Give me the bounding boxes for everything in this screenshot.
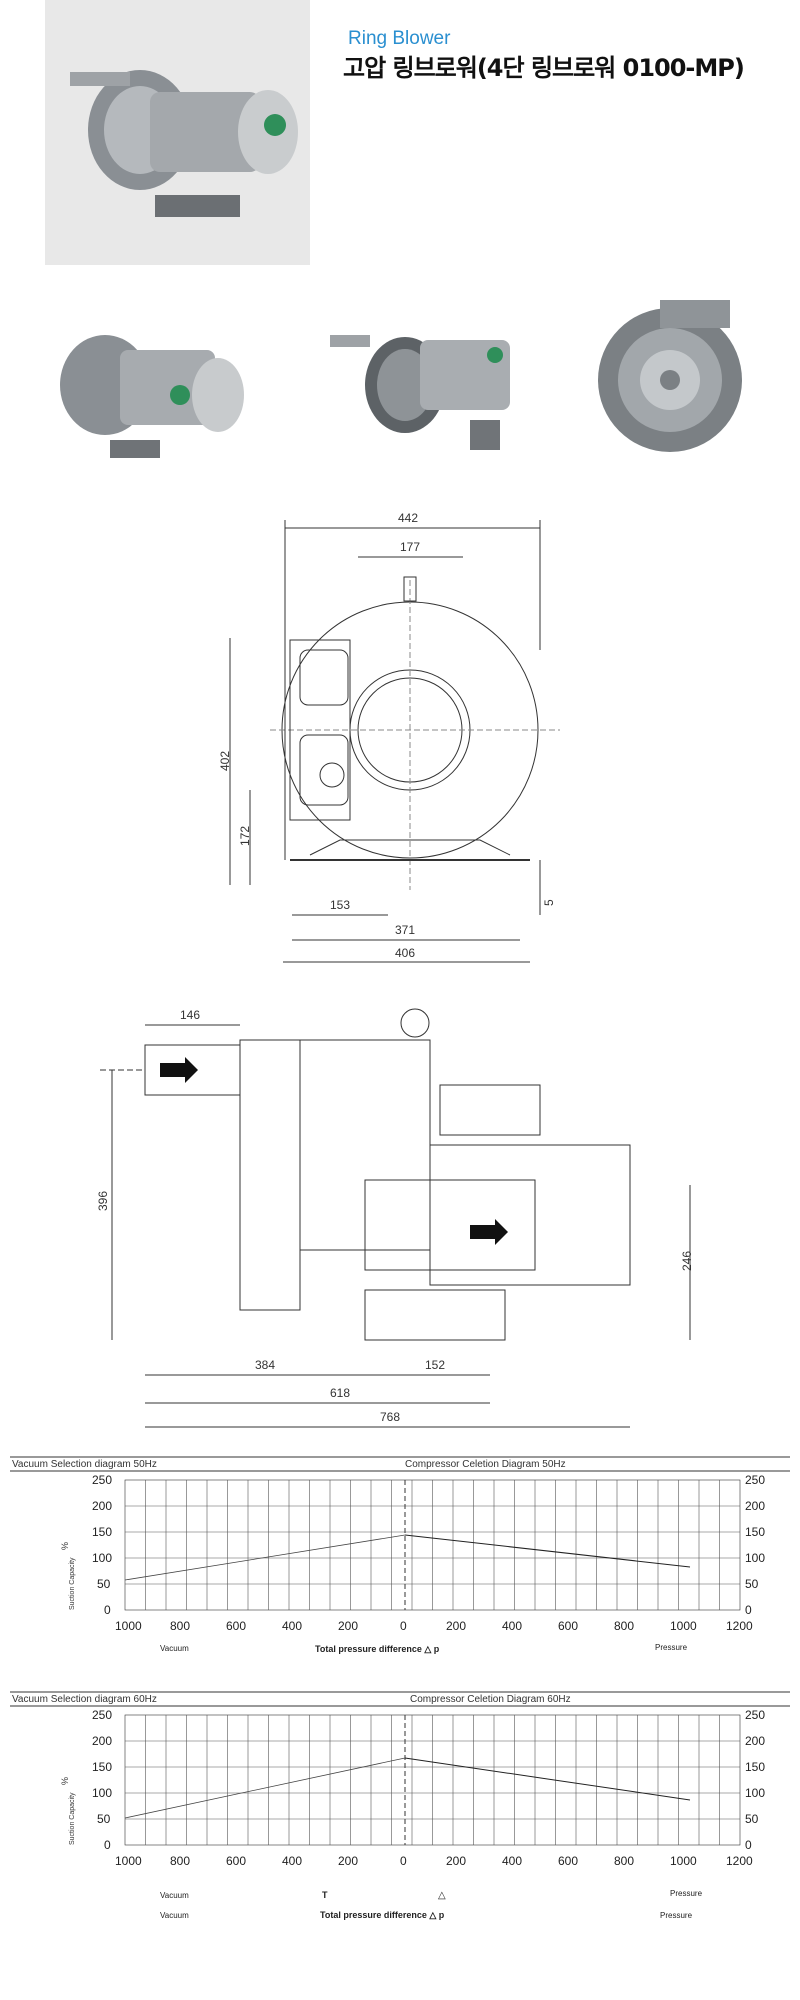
x-tick: 600 bbox=[558, 1619, 578, 1633]
marker-triangle: △ bbox=[438, 1890, 446, 1901]
diagram-60hz: Vacuum Selection diagram 60Hz Compressor… bbox=[10, 1691, 790, 1920]
y-tick: 200 bbox=[92, 1734, 112, 1748]
x-tick: 1200 bbox=[726, 1619, 753, 1633]
x-tick: 800 bbox=[170, 1619, 190, 1633]
y-tick: 250 bbox=[92, 1708, 112, 1722]
y-tick-right: 50 bbox=[745, 1812, 759, 1826]
y-tick: 50 bbox=[97, 1577, 111, 1591]
pressure-label-2: Pressure bbox=[660, 1911, 693, 1920]
x-tick: 400 bbox=[282, 1854, 302, 1868]
y-tick-right: 100 bbox=[745, 1551, 765, 1565]
y-tick-right: 250 bbox=[745, 1708, 765, 1722]
y-tick: 150 bbox=[92, 1525, 112, 1539]
x-tick: 400 bbox=[502, 1619, 522, 1633]
x-tick: 200 bbox=[446, 1619, 466, 1633]
diagram-50hz-left-title: Vacuum Selection diagram 50Hz bbox=[12, 1459, 157, 1470]
pressure-label: Pressure bbox=[655, 1643, 688, 1652]
x-tick: 1000 bbox=[670, 1854, 697, 1868]
diagram-60hz-left-title: Vacuum Selection diagram 60Hz bbox=[12, 1694, 157, 1705]
y-tick-right: 150 bbox=[745, 1525, 765, 1539]
y-tick-right: 150 bbox=[745, 1760, 765, 1774]
pressure-difference-label: Total pressure difference △ p bbox=[315, 1644, 440, 1654]
diagram-50hz: Vacuum Selection diagram 50Hz Compressor… bbox=[10, 1456, 790, 1654]
main-product-photo bbox=[45, 0, 310, 265]
x-tick: 800 bbox=[170, 1854, 190, 1868]
vacuum-curve-50hz bbox=[124, 1534, 406, 1581]
diagram-60hz-right-title: Compressor Celetion Diagram 60Hz bbox=[410, 1694, 571, 1705]
y-tick-right: 0 bbox=[745, 1603, 752, 1617]
dim-246: 246 bbox=[680, 1251, 694, 1271]
x-tick: 800 bbox=[614, 1619, 634, 1633]
y-tick: 50 bbox=[97, 1812, 111, 1826]
y-tick-right: 0 bbox=[745, 1838, 752, 1852]
dim-384: 384 bbox=[255, 1358, 275, 1372]
y-tick-right: 200 bbox=[745, 1734, 765, 1748]
side-view-drawing: 146 396 246 384 152 618 768 bbox=[96, 1008, 694, 1428]
x-tick: 600 bbox=[226, 1854, 246, 1868]
product-photo-2 bbox=[330, 335, 510, 450]
x-tick: 800 bbox=[614, 1854, 634, 1868]
dim-371: 371 bbox=[395, 923, 415, 937]
x-tick: 1000 bbox=[115, 1619, 142, 1633]
vacuum-label-2: Vacuum bbox=[160, 1911, 189, 1920]
dim-768: 768 bbox=[380, 1410, 400, 1424]
y-tick-right: 100 bbox=[745, 1786, 765, 1800]
product-photo-3 bbox=[598, 300, 742, 452]
dim-396: 396 bbox=[96, 1191, 110, 1211]
y-tick: 250 bbox=[92, 1473, 112, 1487]
y-tick-right: 250 bbox=[745, 1473, 765, 1487]
x-tick: 1000 bbox=[115, 1854, 142, 1868]
x-tick: 0 bbox=[400, 1854, 407, 1868]
pressure-difference-label: Total pressure difference △ p bbox=[320, 1910, 445, 1920]
dim-153: 153 bbox=[330, 898, 350, 912]
y-tick: 0 bbox=[104, 1603, 111, 1617]
vacuum-label: Vacuum bbox=[160, 1891, 189, 1900]
product-photo-1 bbox=[60, 335, 244, 458]
y-tick: 150 bbox=[92, 1760, 112, 1774]
y-tick: 200 bbox=[92, 1499, 112, 1513]
x-tick: 200 bbox=[338, 1854, 358, 1868]
pressure-label: Pressure bbox=[670, 1889, 703, 1898]
y-tick: 0 bbox=[104, 1838, 111, 1852]
y-tick: 100 bbox=[92, 1786, 112, 1800]
x-tick: 1200 bbox=[726, 1854, 753, 1868]
x-tick: 400 bbox=[502, 1854, 522, 1868]
dim-152: 152 bbox=[425, 1358, 445, 1372]
y-tick: 100 bbox=[92, 1551, 112, 1565]
y-tick-right: 200 bbox=[745, 1499, 765, 1513]
x-tick: 600 bbox=[558, 1854, 578, 1868]
x-tick: 0 bbox=[400, 1619, 407, 1633]
y-axis-label: Suction Capacity bbox=[69, 1792, 76, 1845]
dim-146: 146 bbox=[180, 1008, 200, 1022]
front-view-drawing: 442 177 402 172 153 371 406 5 bbox=[218, 511, 560, 963]
dim-177: 177 bbox=[400, 540, 420, 554]
x-tick: 400 bbox=[282, 1619, 302, 1633]
y-axis-label: Suction Capacity bbox=[69, 1557, 76, 1610]
x-tick: 200 bbox=[446, 1854, 466, 1868]
x-tick: 1000 bbox=[670, 1619, 697, 1633]
dim-442: 442 bbox=[398, 511, 418, 525]
product-photos bbox=[45, 0, 742, 458]
pressure-curve-60hz bbox=[404, 1757, 691, 1801]
unit-label: % bbox=[60, 1777, 70, 1785]
vacuum-label: Vacuum bbox=[160, 1644, 189, 1653]
dim-5: 5 bbox=[542, 899, 556, 906]
dim-172: 172 bbox=[238, 826, 252, 846]
y-tick-right: 50 bbox=[745, 1577, 759, 1591]
grid-60hz bbox=[124, 1714, 741, 1846]
unit-label: % bbox=[60, 1542, 70, 1550]
x-tick: 600 bbox=[226, 1619, 246, 1633]
dim-406: 406 bbox=[395, 946, 415, 960]
grid-50hz bbox=[124, 1479, 741, 1611]
title-korean: 고압 링브로워(4단 링브로워 0100-MP) bbox=[343, 54, 745, 82]
pressure-curve-50hz bbox=[404, 1534, 691, 1568]
vacuum-curve-60hz bbox=[124, 1757, 406, 1819]
marker-t: T bbox=[322, 1890, 328, 1900]
dim-402: 402 bbox=[218, 751, 232, 771]
title-english: Ring Blower bbox=[348, 28, 451, 49]
dim-618: 618 bbox=[330, 1386, 350, 1400]
x-tick: 200 bbox=[338, 1619, 358, 1633]
diagram-50hz-right-title: Compressor Celetion Diagram 50Hz bbox=[405, 1459, 566, 1470]
